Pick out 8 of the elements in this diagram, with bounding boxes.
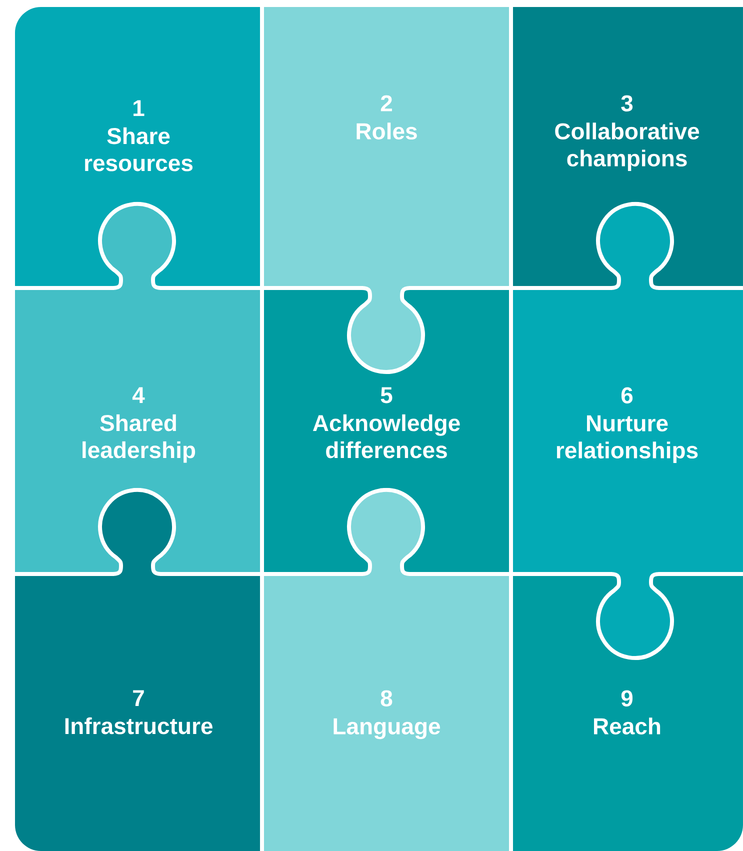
puzzle-piece: 7 Infrastructure: [15, 488, 262, 851]
puzzle-piece: 9 Reach: [511, 574, 743, 851]
puzzle-piece: 6 Nurture relationships: [511, 202, 743, 660]
puzzle-piece: 8 Language: [262, 488, 511, 851]
puzzle-piece: 3 Collaborative champions: [511, 7, 743, 288]
puzzle-piece: 1 Share resources: [15, 7, 262, 288]
puzzle-piece: 4 Shared leadership: [15, 202, 262, 574]
puzzle-piece: 2 Roles: [262, 7, 511, 374]
